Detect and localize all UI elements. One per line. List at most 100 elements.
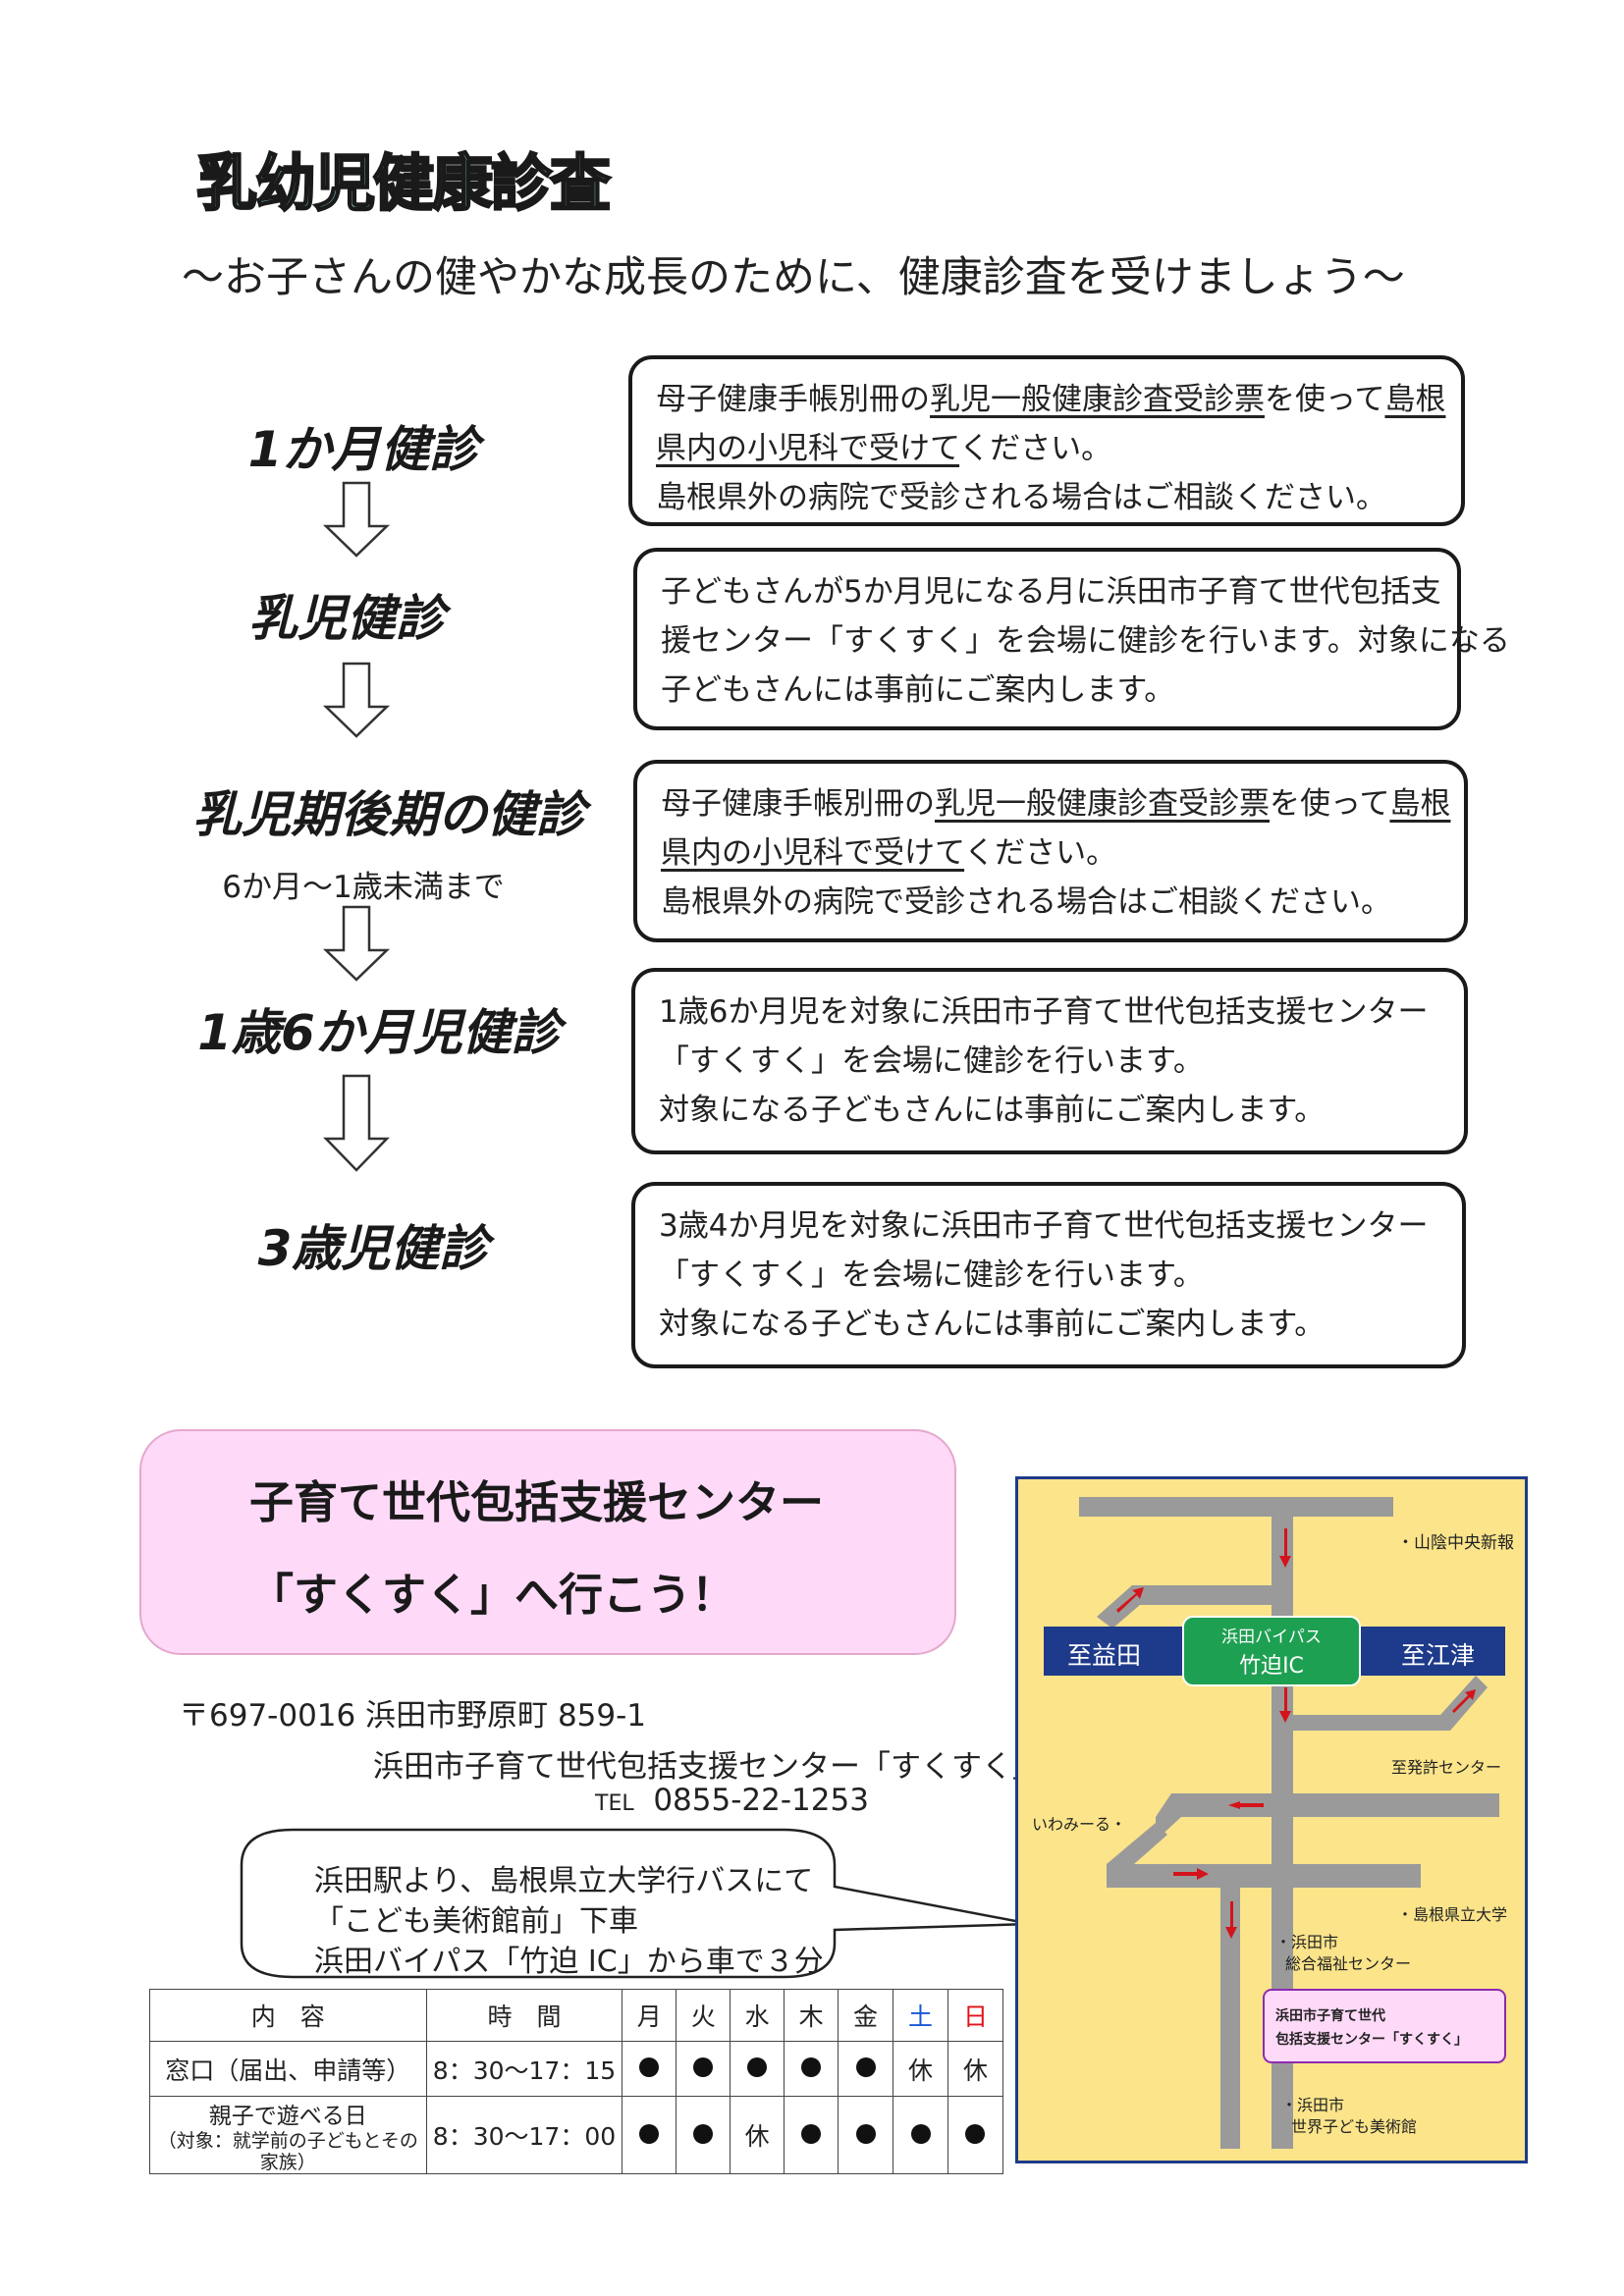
down-arrow-icon [322, 905, 391, 982]
map-label-destination-center: 包括支援センター「すくすく」 [1275, 2032, 1468, 2048]
stage-box-line: 母子健康手帳別冊の乳児一般健康診査受診票を使って島根 [656, 375, 1445, 424]
stage-box-line: 子どもさんには事前にご案内します。 [661, 666, 1435, 715]
stage-box-late-infant: 母子健康手帳別冊の乳児一般健康診査受診票を使って島根県内の小児科で受けてください… [633, 760, 1468, 942]
header-day: 木 [784, 1989, 839, 2042]
header-day: 月 [622, 1989, 677, 2042]
header-day-saturday: 土 [893, 1989, 948, 2042]
table-row: 窓口（届出、申請等） 8：30～17：15 休 休 [149, 2041, 1004, 2097]
open-dot-icon [693, 2057, 714, 2077]
day-cell [893, 2096, 948, 2174]
map-label-masuda: 至益田 [1067, 1641, 1142, 1670]
access-directions: 浜田駅より、島根県立大学行バスにて 「こども美術館前」下車 浜田バイパス「竹迫 … [314, 1861, 824, 1982]
day-cell [622, 2041, 677, 2097]
map-label-bypass: 浜田バイパス [1221, 1628, 1322, 1647]
day-cell [947, 2096, 1004, 2174]
speech-bubble [240, 1828, 1032, 1979]
row-label: 窓口（届出、申請等） [149, 2041, 427, 2097]
address: 〒697-0016 浜田市野原町 859-1 [179, 1698, 647, 1734]
text-segment: 島根県外の病院で受診される場合はご相談ください。 [661, 884, 1391, 920]
text-segment: 母子健康手帳別冊の [661, 786, 935, 822]
text-segment: 3歳4か月児を対象に浜田市子育て世代包括支援センター [659, 1208, 1429, 1244]
map-road [1156, 1793, 1499, 1841]
map-arrows [1116, 1528, 1476, 1939]
stage-label-late-infant: 乳児期後期の健診 [192, 786, 585, 843]
header-content: 内 容 [149, 1989, 427, 2042]
day-cell [838, 2041, 894, 2097]
day-cell: 休 [947, 2041, 1004, 2097]
map-label-welfare: ・浜田市 [1275, 1933, 1339, 1951]
row-label-sub: （対象：就学前の子どもとその家族） [157, 2130, 418, 2173]
map-road [1220, 1872, 1240, 2149]
stage-label-infant: 乳児健診 [248, 590, 445, 647]
map-road [1289, 1676, 1488, 1731]
stage-label-3year: 3歳児健診 [257, 1220, 489, 1277]
stage-box-18month: 1歳6か月児を対象に浜田市子育て世代包括支援センター「すくすく」を会場に健診を行… [631, 968, 1468, 1154]
day-cell [784, 2096, 839, 2174]
stage-box-line: 島根県外の病院で受診される場合はご相談ください。 [661, 878, 1442, 927]
map-label-center: 至発許センター [1391, 1758, 1502, 1777]
map-label-ic: 竹迫IC [1239, 1654, 1304, 1679]
underlined-text: 島根 [1389, 786, 1451, 822]
row-time: 8：30～17：00 [425, 2096, 623, 2174]
access-line: 浜田バイパス「竹迫 IC」から車で３分 [314, 1945, 824, 1979]
text-segment: 「すくすく」を会場に健診を行います。 [659, 1043, 1204, 1079]
underlined-text: 県内の小児科で受けて [661, 835, 965, 871]
open-dot-icon [639, 2123, 660, 2144]
open-dot-icon [910, 2123, 931, 2144]
map-drawing [1044, 1497, 1506, 2149]
header-time: 時 間 [425, 1989, 623, 2042]
stage-box-line: 子どもさんが5か月児になる月に浜田市子育て世代包括支 [661, 567, 1441, 616]
tel-number: 0855-22-1253 [653, 1783, 869, 1818]
open-dot-icon [639, 2057, 660, 2077]
map-label-destination: 浜田市子育て世代 [1275, 2008, 1385, 2024]
header-day: 水 [730, 1989, 785, 2042]
center-panel-invite: 「すくすく」へ行こう！ [249, 1569, 736, 1621]
center-name: 浜田市子育て世代包括支援センター「すくすく」 [373, 1749, 1043, 1785]
map-label-museum: ・浜田市 [1281, 2096, 1345, 2114]
text-segment: 子どもさんには事前にご案内します。 [661, 672, 1175, 708]
text-segment: 対象になる子どもさんには事前にご案内します。 [659, 1093, 1326, 1128]
open-dot-icon [855, 2057, 876, 2077]
access-map: ・山陰中央新報 至益田 浜田バイパス 竹迫IC 至江津 至発許センター いわみー… [1015, 1476, 1528, 2163]
text-segment: ください。 [964, 835, 1117, 871]
center-panel: 子育て世代包括支援センター 「すくすく」へ行こう！ [139, 1429, 956, 1655]
text-segment: ください。 [959, 431, 1112, 466]
stage-box-line: 対象になる子どもさんには事前にご案内します。 [659, 1300, 1440, 1349]
open-dot-icon [801, 2057, 822, 2077]
day-cell [676, 2096, 731, 2174]
text-segment: 援センター「すくすく」を会場に健診を行います。対象になる [661, 623, 1510, 659]
day-cell: 休 [730, 2096, 785, 2174]
stage-box-line: 「すくすく」を会場に健診を行います。 [659, 1251, 1440, 1300]
day-cell [838, 2096, 894, 2174]
open-dot-icon [855, 2123, 876, 2144]
stage-box-line: 3歳4か月児を対象に浜田市子育て世代包括支援センター [659, 1201, 1440, 1251]
day-cell: 休 [893, 2041, 948, 2097]
phone: TEL 0855-22-1253 [595, 1783, 869, 1818]
stage-note-late-infant: 6か月～1歳未満まで [222, 870, 505, 905]
text-segment: 1歳6か月児を対象に浜田市子育て世代包括支援センター [659, 994, 1429, 1030]
day-cell [622, 2096, 677, 2174]
map-label-iwami: いわみーる・ [1032, 1815, 1127, 1834]
access-line: 「こども美術館前」下車 [314, 1904, 638, 1939]
text-segment: 「すくすく」を会場に健診を行います。 [659, 1257, 1204, 1293]
map-label-museum-name: 世界子ども美術館 [1291, 2117, 1418, 2136]
text-segment: 対象になる子どもさんには事前にご案内します。 [659, 1307, 1326, 1342]
map-ic-box [1182, 1616, 1361, 1686]
stage-box-line: 援センター「すくすく」を会場に健診を行います。対象になる [661, 616, 1510, 666]
day-cell [730, 2041, 785, 2097]
underlined-text: 乳児一般健康診査受診票 [935, 786, 1270, 822]
stage-box-line: 母子健康手帳別冊の乳児一般健康診査受診票を使って島根 [661, 779, 1450, 828]
text-segment: を使って [1265, 382, 1385, 417]
map-label-gotsu: 至江津 [1401, 1641, 1476, 1670]
map-road [1079, 1497, 1393, 1517]
stage-box-infant: 子どもさんが5か月児になる月に浜田市子育て世代包括支援センター「すくすく」を会場… [633, 548, 1510, 730]
page-title: 乳幼児健康診査 [195, 146, 613, 221]
access-line: 浜田駅より、島根県立大学行バスにて [314, 1864, 814, 1898]
map-label-newspaper: ・山陰中央新報 [1397, 1533, 1514, 1553]
down-arrow-icon [322, 481, 391, 558]
table-row: 親子で遊べる日 （対象：就学前の子どもとその家族） 8：30～17：00 休 [149, 2096, 1004, 2174]
map-label-university: ・島根県立大学 [1397, 1905, 1508, 1924]
stage-label-1month: 1か月健診 [247, 421, 479, 478]
down-arrow-icon [323, 1074, 390, 1172]
stage-box-line: 1歳6か月児を対象に浜田市子育て世代包括支援センター [659, 988, 1442, 1037]
